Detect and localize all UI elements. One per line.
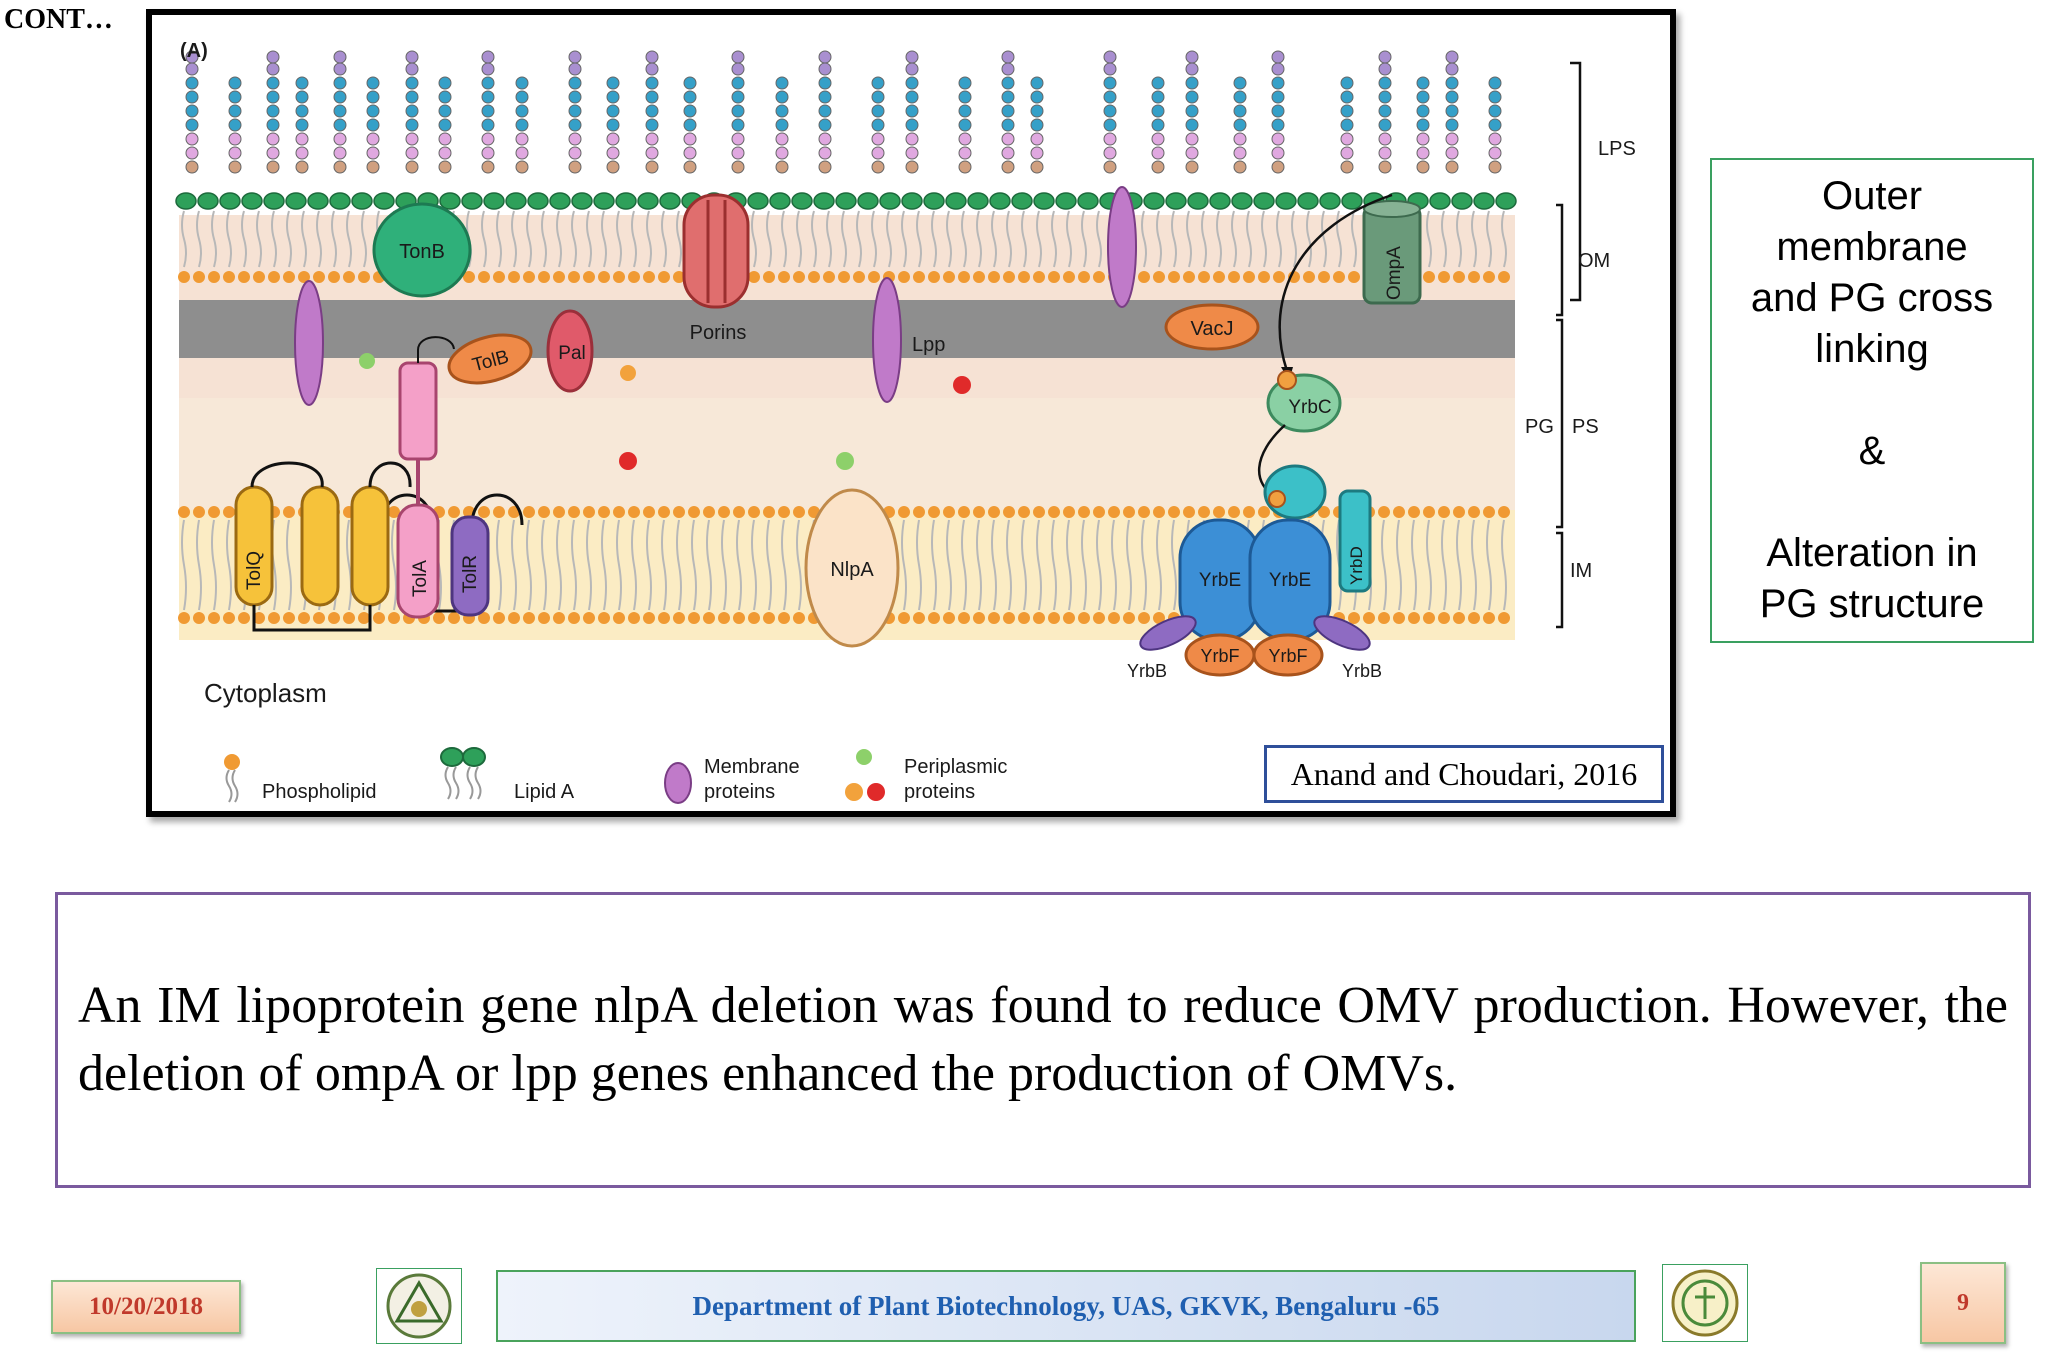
yrbc-label: YrbC bbox=[1288, 397, 1331, 418]
periplasmic-protein-dot bbox=[836, 452, 854, 470]
nlpa-label: NlpA bbox=[830, 559, 874, 581]
page-number: 9 bbox=[1920, 1262, 2006, 1344]
periplasmic-protein-dot bbox=[953, 376, 971, 394]
yrbd-protein bbox=[1338, 489, 1372, 593]
periplasmic-protein-dot bbox=[620, 365, 636, 381]
vacj-protein bbox=[1164, 303, 1260, 351]
university-logo-left bbox=[376, 1268, 462, 1344]
tolb-protein bbox=[447, 333, 533, 385]
peptidoglycan-layer bbox=[179, 300, 1515, 358]
ompa-label: OmpA bbox=[1384, 246, 1405, 300]
tola-label: TolA bbox=[410, 560, 431, 597]
legend: Phospholipid Lipid A Membrane proteins P… bbox=[224, 747, 1007, 804]
yrbe-label-right: YrbE bbox=[1269, 570, 1311, 591]
yrbf-protein-right bbox=[1252, 633, 1324, 677]
periplasmic-protein-dot bbox=[619, 452, 637, 470]
lps-label: LPS bbox=[1598, 138, 1636, 160]
ps-label: PS bbox=[1572, 416, 1599, 438]
summary-line: Alteration in bbox=[1766, 531, 1978, 575]
panel-label: (A) bbox=[180, 40, 208, 62]
om-label: OM bbox=[1578, 250, 1610, 272]
yrbd-label: YrbD bbox=[1347, 546, 1366, 585]
nlpa-protein bbox=[804, 488, 900, 648]
porins-label: Porins bbox=[690, 322, 747, 344]
summary-line: membrane bbox=[1776, 225, 1968, 269]
legend-periplasmic-line1: Periplasmic bbox=[904, 756, 1007, 778]
periplasm-membrane-protein-left bbox=[294, 280, 324, 406]
legend-periplasmic-line2: proteins bbox=[904, 781, 975, 803]
summary-line: and PG cross bbox=[1750, 276, 1994, 320]
legend-lipid-a: Lipid A bbox=[514, 781, 575, 803]
tonb-label: TonB bbox=[399, 241, 445, 263]
yrbb-protein-right bbox=[1313, 615, 1371, 651]
date-badge: 10/20/2018 bbox=[51, 1280, 241, 1334]
citation-box: Anand and Choudari, 2016 bbox=[1264, 745, 1664, 803]
yrbb-protein-left bbox=[1139, 615, 1197, 651]
university-logo-right bbox=[1662, 1264, 1748, 1342]
tolr-protein bbox=[450, 515, 490, 617]
im-label: IM bbox=[1570, 560, 1592, 582]
vacj-label: VacJ bbox=[1191, 318, 1234, 340]
main-text-box: An IM lipoprotein gene nlpA deletion was… bbox=[55, 892, 2031, 1188]
main-text: An IM lipoprotein gene nlpA deletion was… bbox=[78, 977, 2008, 1102]
summary-line: PG structure bbox=[1759, 582, 1985, 626]
lps-layer bbox=[185, 50, 1502, 174]
pal-label: Pal bbox=[558, 343, 585, 364]
yrbf-label-right: YrbF bbox=[1268, 646, 1307, 666]
yrbb-label-left: YrbB bbox=[1127, 661, 1167, 681]
summary-line: & bbox=[1858, 429, 1886, 473]
tolq-label: TolQ bbox=[244, 551, 265, 590]
tola-periplasm-segment bbox=[398, 361, 438, 461]
membrane-figure: TonB Porins Lpp OmpA VacJ YrbC TolB Pal bbox=[146, 9, 1676, 817]
pal-protein bbox=[546, 309, 594, 393]
yrbe-label-left: YrbE bbox=[1199, 570, 1241, 591]
tonb-protein bbox=[372, 202, 472, 298]
tolq-segment-2 bbox=[300, 485, 340, 607]
cont-label: CONT… bbox=[4, 4, 113, 35]
summary-box: Outer membrane and PG cross linking & Al… bbox=[1710, 158, 2034, 643]
summary-line: Outer bbox=[1821, 174, 1923, 218]
department-banner: Department of Plant Biotechnology, UAS, … bbox=[496, 1270, 1636, 1342]
legend-phospholipid: Phospholipid bbox=[262, 781, 377, 803]
legend-membrane-line1: Membrane bbox=[704, 756, 800, 778]
periplasmic-protein-dot bbox=[359, 353, 375, 369]
lpp-label: Lpp bbox=[912, 334, 945, 356]
tolq-segment-3 bbox=[350, 485, 390, 607]
pg-label: PG bbox=[1525, 416, 1554, 438]
summary-line: linking bbox=[1815, 327, 1929, 371]
yrbb-label-right: YrbB bbox=[1342, 661, 1382, 681]
cytoplasm-label: Cytoplasm bbox=[204, 678, 327, 708]
legend-membrane-line2: proteins bbox=[704, 781, 775, 803]
lpp-protein bbox=[872, 277, 902, 403]
om-membrane-protein bbox=[1107, 186, 1137, 308]
tolr-label: TolR bbox=[460, 555, 481, 593]
porin-protein bbox=[682, 193, 750, 309]
yrbf-label-left: YrbF bbox=[1200, 646, 1239, 666]
lipid-a-row bbox=[175, 192, 1517, 210]
